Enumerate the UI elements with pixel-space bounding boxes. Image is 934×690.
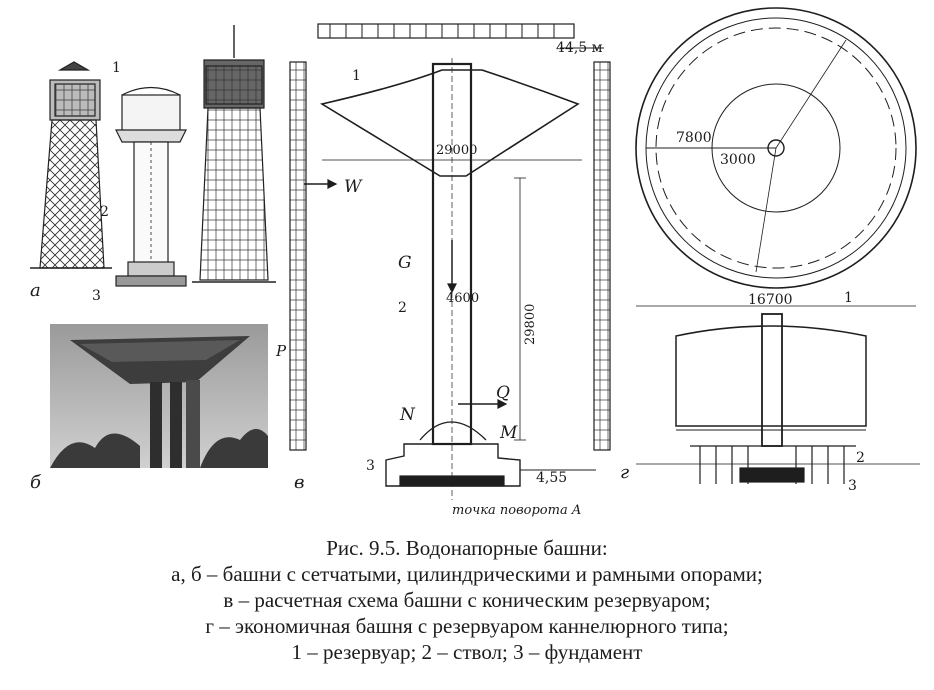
caption-line-g: г – экономичная башня с резервуаром канн… (205, 614, 729, 638)
panel-g-section (636, 305, 920, 484)
dim-4600: 4600 (446, 291, 479, 306)
panel-v-scheme (289, 23, 611, 500)
label-a-1: 1 (112, 60, 121, 76)
dim-3000: 3000 (720, 152, 756, 168)
dim-7800: 7800 (676, 130, 712, 146)
pivot-point-label: точка поворота A (452, 503, 581, 518)
label-v: в (294, 472, 304, 493)
label-v-1: 1 (352, 68, 361, 84)
elevation-bottom: 4,55 (536, 470, 567, 486)
caption-line-v: в – расчетная схема башни с коническим р… (223, 588, 711, 612)
caption-title: Рис. 9.5. Водонапорные башни: (326, 536, 608, 560)
elevation-top: 44,5 м (556, 40, 603, 56)
figure-caption: Рис. 9.5. Водонапорные башни: а, б – баш… (0, 535, 934, 665)
label-a: а (30, 280, 41, 301)
label-g: г (620, 462, 629, 483)
force-n: N (399, 405, 416, 425)
label-g-2: 2 (856, 450, 865, 466)
force-q: Q (496, 383, 510, 403)
label-v-3: 3 (366, 458, 375, 474)
label-v-2: 2 (398, 300, 407, 316)
panel-g-plan (635, 7, 917, 289)
cylindrical-tower (115, 86, 187, 287)
dim-29800: 29800 (523, 304, 538, 345)
dim-29000: 29000 (436, 143, 477, 158)
force-p: P (275, 342, 287, 360)
label-a-2: 2 (100, 204, 109, 220)
label-g-3: 3 (848, 478, 857, 494)
force-w: W (344, 177, 363, 197)
dim-16700: 16700 (748, 292, 793, 308)
caption-line-ab: а, б – башни с сетчатыми, цилиндрическим… (171, 562, 763, 586)
top-load-arrows (329, 24, 555, 38)
frame-tower (192, 25, 276, 283)
label-b: б (30, 472, 42, 493)
panel-b-photo (50, 324, 268, 468)
label-a-3: 3 (92, 288, 101, 304)
lattice-tower (30, 61, 112, 269)
force-m: M (499, 423, 518, 443)
force-g: G (398, 253, 412, 273)
label-g-1: 1 (844, 290, 853, 306)
panel-a-towers (30, 25, 276, 287)
caption-legend: 1 – резервуар; 2 – ствол; 3 – фундамент (291, 640, 643, 664)
